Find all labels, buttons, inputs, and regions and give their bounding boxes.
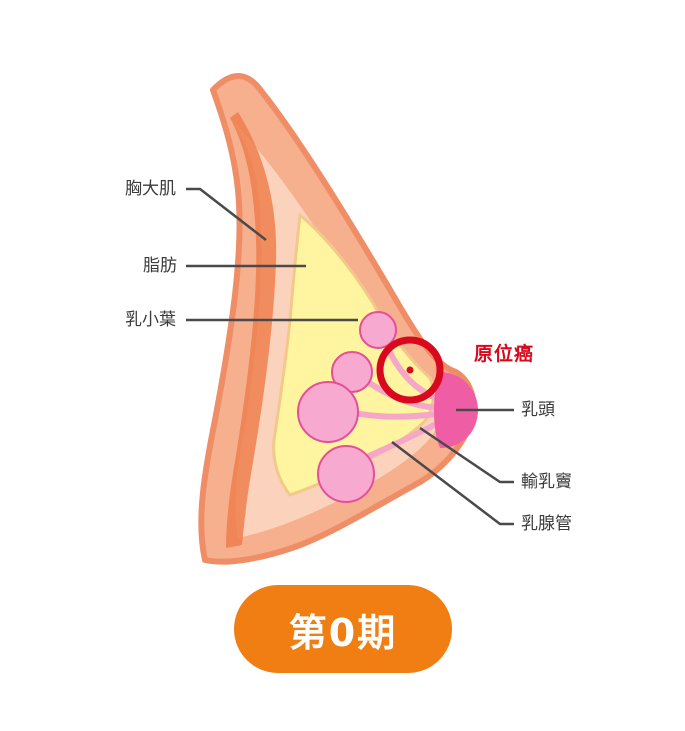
label-lactiferous-sinus: 輸乳竇 bbox=[521, 472, 572, 492]
label-pectoralis: 胸大肌 bbox=[125, 179, 176, 199]
pectoralis-muscle bbox=[226, 112, 277, 548]
label-lobule: 乳小葉 bbox=[125, 310, 176, 330]
lobule-cluster-4 bbox=[317, 445, 375, 503]
carcinoma-in-situ-dot bbox=[406, 366, 414, 374]
leader-line-pectoralis bbox=[186, 187, 267, 241]
carcinoma-in-situ-ring bbox=[376, 336, 444, 404]
lobule-cluster-2 bbox=[331, 351, 373, 393]
leader-lines bbox=[186, 187, 514, 526]
stage-badge: 第0期 bbox=[234, 585, 452, 673]
lobule-cluster-3 bbox=[297, 381, 359, 443]
leader-line-duct bbox=[391, 441, 514, 526]
label-milk-duct: 乳腺管 bbox=[521, 514, 572, 534]
leader-line-sinus bbox=[419, 426, 514, 484]
label-carcinoma-in-situ: 原位癌 bbox=[474, 343, 535, 365]
lobule-cluster-1 bbox=[359, 311, 397, 349]
label-nipple: 乳頭 bbox=[521, 400, 555, 420]
lobules bbox=[297, 311, 397, 503]
label-fat: 脂肪 bbox=[143, 256, 177, 276]
